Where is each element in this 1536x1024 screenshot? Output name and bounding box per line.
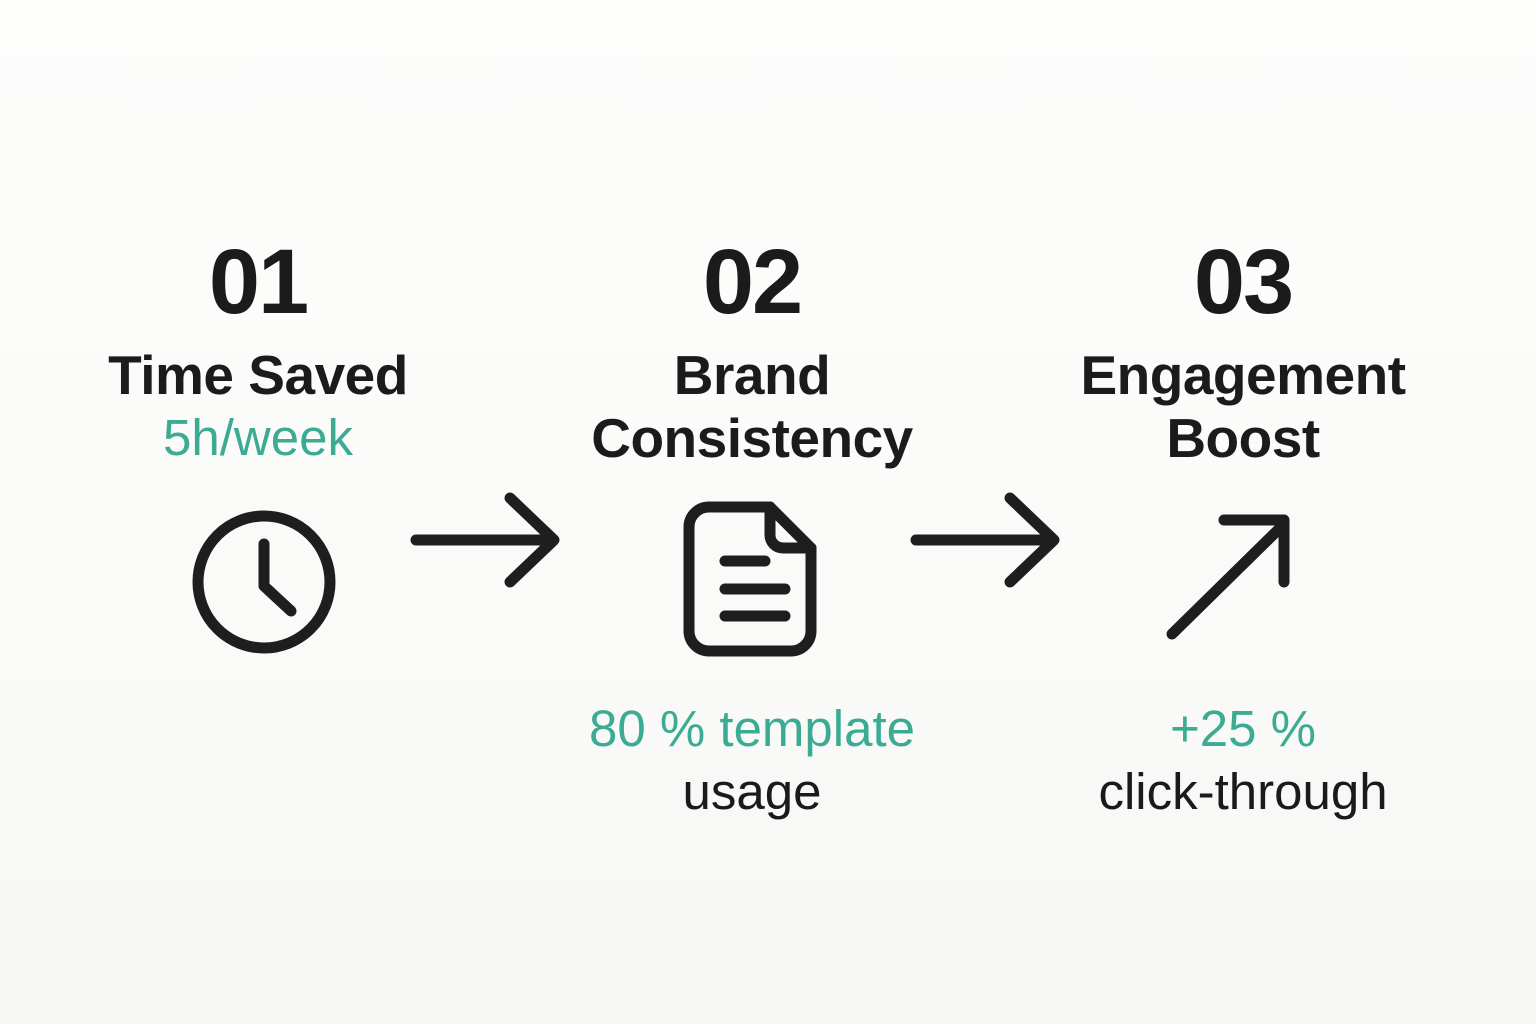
- clock-icon: [188, 506, 340, 658]
- step-1-title: Time Saved: [108, 344, 408, 406]
- step-3-number: 03: [1193, 231, 1294, 333]
- step-1-value: 5h/week: [163, 409, 353, 466]
- step-2-number: 02: [702, 231, 803, 333]
- trend-up-icon: [1158, 500, 1306, 652]
- step-3-title: Engagement Boost: [1080, 344, 1406, 469]
- step-1-number: 01: [208, 231, 309, 333]
- step-3-caption-text: click-through: [1098, 763, 1388, 820]
- step-3-caption: +25 % click-through: [1043, 697, 1443, 823]
- step-2-caption-text: usage: [682, 763, 822, 820]
- step-2-title: Brand Consistency: [591, 344, 913, 469]
- step-2-caption: 80 % template usage: [552, 697, 952, 823]
- step-2-value: 80 % template: [588, 700, 916, 757]
- arrow-right-icon: [408, 489, 564, 591]
- document-icon: [673, 497, 827, 661]
- arrow-right-icon: [908, 489, 1064, 591]
- step-3-value: +25 %: [1169, 700, 1317, 757]
